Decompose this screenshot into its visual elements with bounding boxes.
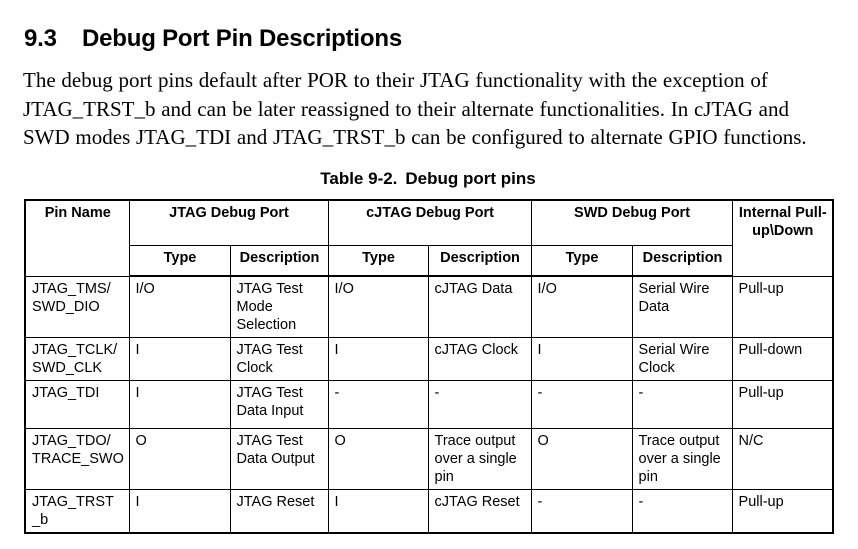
cell-cjtag-type: O [327, 428, 429, 490]
cell-cjtag-description: - [427, 380, 532, 429]
cell-pin-name: JTAG_TCLK/ SWD_CLK [24, 337, 130, 381]
table-row: JTAG_TDO/ TRACE_SWO O JTAG Test Data Out… [24, 428, 835, 490]
column-header-cjtag-description: Description [427, 245, 532, 277]
cell-pin-name: JTAG_TRST _b [24, 489, 130, 534]
cell-swd-type: I [530, 337, 633, 381]
cell-swd-type: - [530, 380, 633, 429]
table-row: JTAG_TDI I JTAG Test Data Input - - - - … [24, 380, 835, 429]
section-title: Debug Port Pin Descriptions [82, 24, 402, 52]
cell-swd-type: - [530, 489, 633, 534]
column-group-header-cjtag: cJTAG Debug Port [327, 199, 532, 246]
section-number: 9.3 [24, 24, 57, 52]
table-caption-label: Table 9-2. [320, 169, 398, 188]
cell-swd-description: Trace output over a single pin [631, 428, 733, 490]
cell-cjtag-type: - [327, 380, 429, 429]
column-header-pin-name: Pin Name [24, 199, 130, 277]
cell-pin-name: JTAG_TDI [24, 380, 130, 429]
cell-jtag-type: I/O [128, 275, 231, 338]
column-group-header-jtag: JTAG Debug Port [128, 199, 329, 246]
cell-jtag-description: JTAG Reset [229, 489, 329, 534]
cell-jtag-description: JTAG Test Data Output [229, 428, 329, 490]
column-header-jtag-type: Type [128, 245, 231, 277]
cell-cjtag-type: I [327, 337, 429, 381]
table-caption-title: Debug port pins [405, 169, 536, 188]
cell-cjtag-description: cJTAG Data [427, 275, 532, 338]
table-body: JTAG_TMS/ SWD_DIO I/O JTAG Test Mode Sel… [24, 275, 835, 534]
table-row: JTAG_TMS/ SWD_DIO I/O JTAG Test Mode Sel… [24, 275, 835, 338]
page-title: 9.3 Debug Port Pin Descriptions [24, 24, 402, 54]
cell-cjtag-description: cJTAG Reset [427, 489, 532, 534]
cell-cjtag-type: I/O [327, 275, 429, 338]
cell-cjtag-description: Trace output over a single pin [427, 428, 532, 490]
column-header-internal-pull: Internal Pull-up\Down [731, 199, 835, 277]
cell-swd-type: O [530, 428, 633, 490]
cell-swd-description: Serial Wire Clock [631, 337, 733, 381]
cell-internal-pull: N/C [731, 428, 835, 490]
column-header-swd-description: Description [631, 245, 733, 277]
table-header-row-subheads: Type Description Type Description Type D… [25, 245, 833, 277]
debug-port-pins-table: Pin Name JTAG Debug Port cJTAG Debug Por… [24, 199, 835, 534]
table-caption: Table 9-2. Debug port pins [24, 168, 832, 190]
cell-jtag-type: O [128, 428, 231, 490]
cell-jtag-type: I [128, 380, 231, 429]
table-row: JTAG_TRST _b I JTAG Reset I cJTAG Reset … [24, 489, 835, 534]
cell-jtag-description: JTAG Test Data Input [229, 380, 329, 429]
table-header: Pin Name JTAG Debug Port cJTAG Debug Por… [24, 199, 835, 277]
cell-pin-name: JTAG_TMS/ SWD_DIO [24, 275, 130, 338]
cell-cjtag-type: I [327, 489, 429, 534]
column-header-jtag-description: Description [229, 245, 329, 277]
cell-jtag-type: I [128, 337, 231, 381]
cell-jtag-type: I [128, 489, 231, 534]
cell-cjtag-description: cJTAG Clock [427, 337, 532, 381]
column-header-cjtag-type: Type [327, 245, 429, 277]
cell-jtag-description: JTAG Test Mode Selection [229, 275, 329, 338]
cell-jtag-description: JTAG Test Clock [229, 337, 329, 381]
cell-swd-description: Serial Wire Data [631, 275, 733, 338]
cell-internal-pull: Pull-down [731, 337, 835, 381]
cell-swd-description: - [631, 380, 733, 429]
cell-swd-description: - [631, 489, 733, 534]
cell-swd-type: I/O [530, 275, 633, 338]
column-group-header-swd: SWD Debug Port [530, 199, 733, 246]
cell-pin-name: JTAG_TDO/ TRACE_SWO [24, 428, 130, 490]
column-header-swd-type: Type [530, 245, 633, 277]
table-header-row-groups: Pin Name JTAG Debug Port cJTAG Debug Por… [24, 199, 835, 277]
body-paragraph: The debug port pins default after POR to… [23, 68, 807, 149]
cell-internal-pull: Pull-up [731, 275, 835, 338]
cell-internal-pull: Pull-up [731, 489, 835, 534]
table-row: JTAG_TCLK/ SWD_CLK I JTAG Test Clock I c… [24, 337, 835, 381]
cell-internal-pull: Pull-up [731, 380, 835, 429]
